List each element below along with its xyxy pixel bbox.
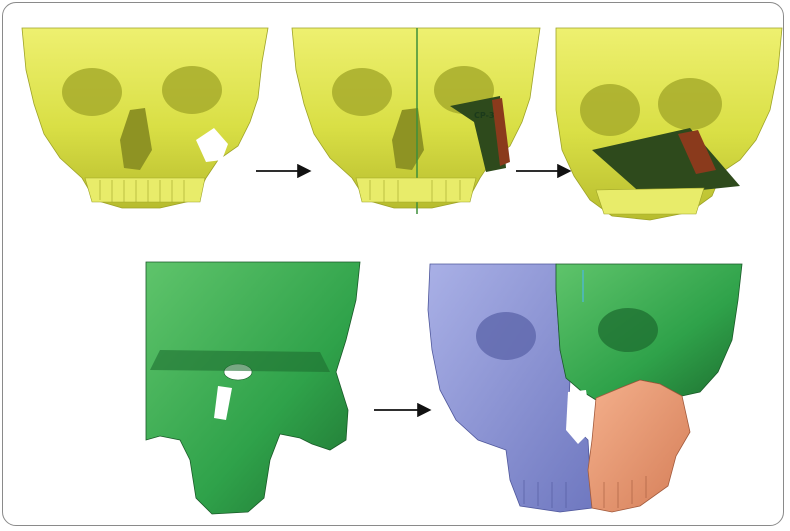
panel-2-skull-with-cut-plane: CP-3 (292, 28, 540, 214)
maxilla-bone (146, 262, 360, 514)
left-orbit (476, 312, 536, 360)
panel-4-maxilla-segment (146, 262, 360, 514)
panel-3-skull-oblique (556, 28, 782, 220)
right-orbit (598, 308, 658, 352)
panel-1-skull (22, 28, 268, 208)
teeth-row (596, 188, 704, 214)
segment-maxilla-salmon (588, 380, 690, 512)
panel-5-skull-segmented (428, 264, 742, 512)
palate-shadow (150, 350, 330, 372)
teeth-row (85, 178, 205, 202)
teeth-row (356, 178, 476, 202)
left-orbit (332, 68, 392, 116)
cut-plane-label: CP-3 (474, 111, 494, 120)
right-orbit (162, 66, 222, 114)
left-orbit (62, 68, 122, 116)
left-orbit (580, 84, 640, 136)
right-orbit (658, 78, 722, 130)
